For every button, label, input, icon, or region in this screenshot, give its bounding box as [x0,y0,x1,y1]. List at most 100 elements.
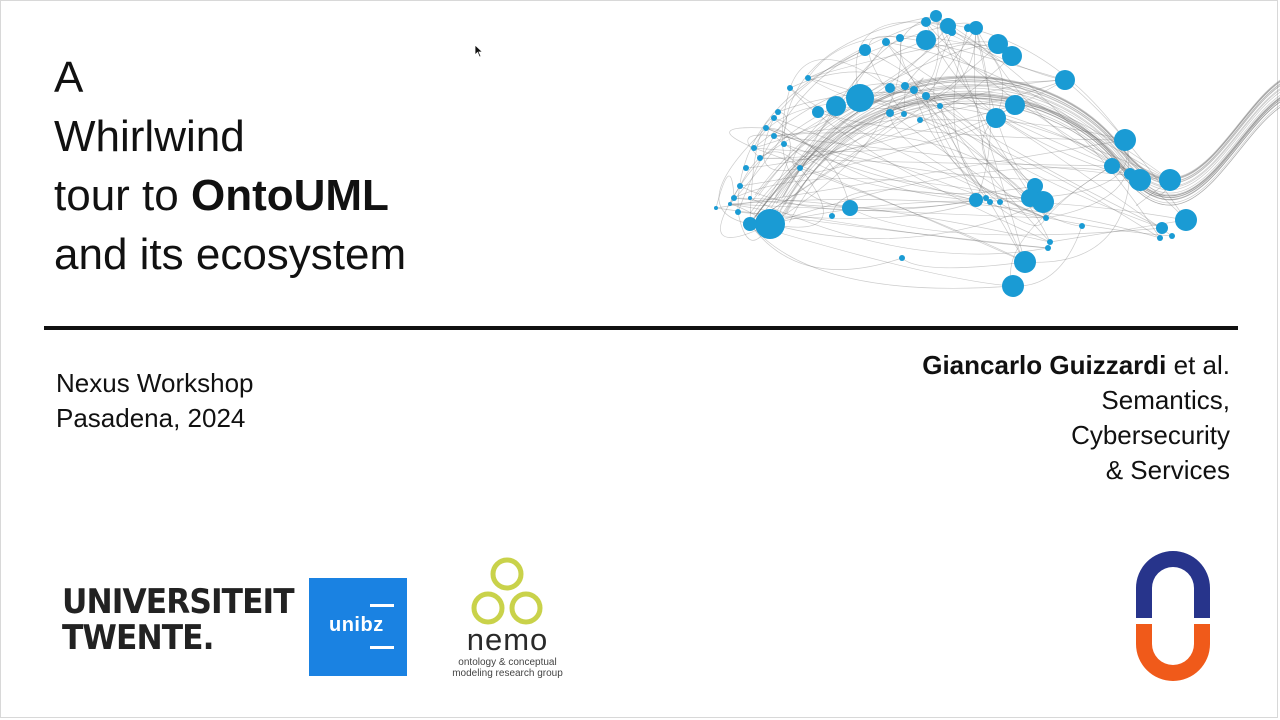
network-node [1159,169,1181,191]
network-node [1124,168,1136,180]
network-node [997,199,1003,205]
network-node [1079,223,1085,229]
network-node [763,125,769,131]
network-graph-illustration [714,10,1280,297]
network-node [922,92,930,100]
network-node [948,28,956,36]
nemo-logo-sub-1: ontology & conceptual [458,657,557,668]
network-node [901,82,909,90]
affiliation-line-1: Semantics, [1101,385,1230,415]
ut-logo-line-1: UNIVERSITEIT [62,582,295,622]
author-name: Giancarlo Guizzardi et al. [922,348,1230,383]
network-node [910,86,918,94]
network-node [797,165,803,171]
ut-logo-line-2: TWENTE. [62,618,214,658]
network-node [743,165,749,171]
network-node [917,117,923,123]
network-node [1055,70,1075,90]
network-node [1175,209,1197,231]
network-node [829,213,835,219]
nemo-logo-name: nemo [466,622,549,657]
network-node [735,209,741,215]
title-line-1: A [54,53,84,102]
author-name-bold: Giancarlo Guizzardi [922,350,1167,380]
organization-logo-icon [1136,551,1210,681]
divider-rule [44,326,1238,330]
network-node [1005,95,1025,115]
network-node [771,133,777,139]
network-node [969,193,983,207]
network-node [842,200,858,216]
network-node [781,141,787,147]
title-line-4: and its ecosystem [54,230,407,279]
network-node [1002,46,1022,66]
network-node [1043,215,1049,221]
network-node [916,30,936,50]
network-node [886,109,894,117]
network-node [1156,222,1168,234]
network-node [755,209,785,239]
affiliation-line-2: Cybersecurity [1071,420,1230,450]
event-name: Nexus Workshop [56,368,254,398]
network-node [846,84,874,112]
title-line-3: tour to OntoUML [54,166,406,225]
network-node [1114,129,1136,151]
network-node [885,83,895,93]
network-node [748,196,752,200]
network-node [771,115,777,121]
network-node [937,103,943,109]
network-node [859,44,871,56]
slide-title: A Whirlwind tour to OntoUML and its ecos… [54,48,406,284]
network-node [751,145,757,151]
network-node [1169,233,1175,239]
network-node [882,38,890,46]
event-place-year: Pasadena, 2024 [56,403,246,433]
network-node [969,21,983,35]
network-node [743,217,757,231]
network-node [775,109,781,115]
nemo-logo: nemo ontology & conceptual modeling rese… [440,556,575,681]
unibz-logo-bar-bottom [370,646,394,649]
network-node [728,202,732,206]
network-node [805,75,811,81]
network-node [921,17,931,27]
network-node [737,183,743,189]
title-line-3-prefix: tour to [54,171,191,220]
network-node [1014,251,1036,273]
network-node [826,96,846,116]
network-node [983,195,989,201]
nemo-rings-icon [471,557,543,625]
affiliation-line-3: & Services [1105,455,1230,485]
network-node [1157,235,1163,241]
unibz-logo: unibz [309,578,407,676]
network-node [757,155,763,161]
event-info: Nexus Workshop Pasadena, 2024 [56,366,254,436]
network-node [986,108,1006,128]
network-node [899,255,905,261]
network-node [988,34,1008,54]
network-node [987,199,993,205]
unibz-logo-bar-top [370,604,394,607]
network-node [1002,275,1024,297]
author-name-suffix: et al. [1166,350,1230,380]
network-node [1021,189,1039,207]
author-info: Giancarlo Guizzardi et al. Semantics, Cy… [922,348,1230,488]
network-node [896,34,904,42]
title-line-2: Whirlwind [54,112,245,161]
network-node [964,24,972,32]
network-node [901,111,907,117]
nemo-logo-sub-2: modeling research group [452,668,563,679]
network-node [930,10,942,22]
unibz-logo-text: unibz [329,614,384,636]
university-twente-logo: UNIVERSITEIT TWENTE. [62,582,295,658]
network-node [714,206,718,210]
network-node [787,85,793,91]
network-node [1104,158,1120,174]
network-node [812,106,824,118]
title-ontouml: OntoUML [190,171,389,220]
network-node [731,195,737,201]
network-node [1045,245,1051,251]
mouse-pointer-icon [474,44,484,58]
network-node [1047,239,1053,245]
